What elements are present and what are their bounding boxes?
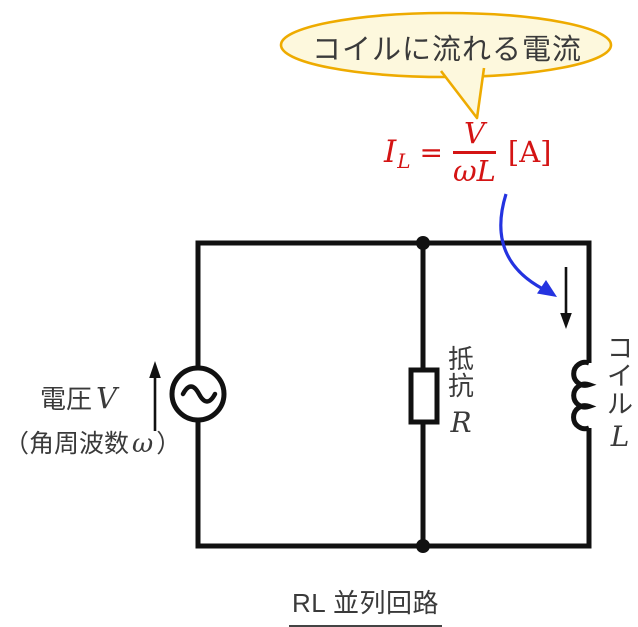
formula-pointer-arrow-icon	[499, 193, 544, 291]
angular-close: ）	[156, 430, 182, 458]
coil-char-3: ル	[606, 389, 633, 419]
coil-label: コ イ ル L	[604, 333, 636, 453]
angular-open: （角周波数	[4, 430, 130, 458]
voltage-text: 電圧	[40, 384, 93, 414]
formula-unit: [A]	[507, 135, 552, 169]
angular-frequency-label: （角周波数 ω ）	[4, 424, 181, 460]
junction-dot-top	[416, 236, 430, 250]
fraction-bar	[453, 150, 496, 154]
formula-fraction: V ωL	[453, 118, 496, 186]
junction-dot-bottom	[416, 539, 430, 553]
sine-wave-icon	[180, 384, 218, 404]
circuit-caption: RL 並列回路	[289, 583, 442, 627]
coil-symbol: L	[610, 420, 630, 453]
formula-denominator: ωL	[453, 153, 496, 188]
current-arrow-head-icon	[560, 313, 572, 329]
callout-text: コイルに流れる電流	[311, 34, 582, 66]
resistor-char-2: 抗	[447, 371, 474, 401]
voltage-arrow-head-icon	[149, 361, 161, 378]
angular-symbol: ω	[132, 429, 154, 459]
callout-bubble-tail-icon	[439, 67, 486, 120]
coil-icon	[571, 359, 597, 432]
voltage-symbol: V	[96, 381, 117, 415]
formula-symbol: I	[384, 134, 397, 170]
resistor-label: 抵 抗 R	[445, 344, 477, 439]
voltage-label: 電圧 V	[40, 379, 117, 416]
coil-char-2: イ	[606, 361, 633, 391]
coil-char-1: コ	[606, 333, 633, 363]
resistor-symbol: R	[450, 406, 472, 439]
formula-numerator: V	[463, 116, 485, 151]
circuit-outline-wire	[195, 240, 592, 549]
formula-pointer-head-icon	[537, 280, 557, 297]
resistor-char-1: 抵	[447, 344, 474, 374]
formula-equals: =	[419, 135, 443, 169]
coil-current-formula: I L = V ωL [A]	[384, 114, 551, 190]
formula-subscript: L	[397, 149, 411, 173]
resistor-icon	[408, 367, 440, 425]
